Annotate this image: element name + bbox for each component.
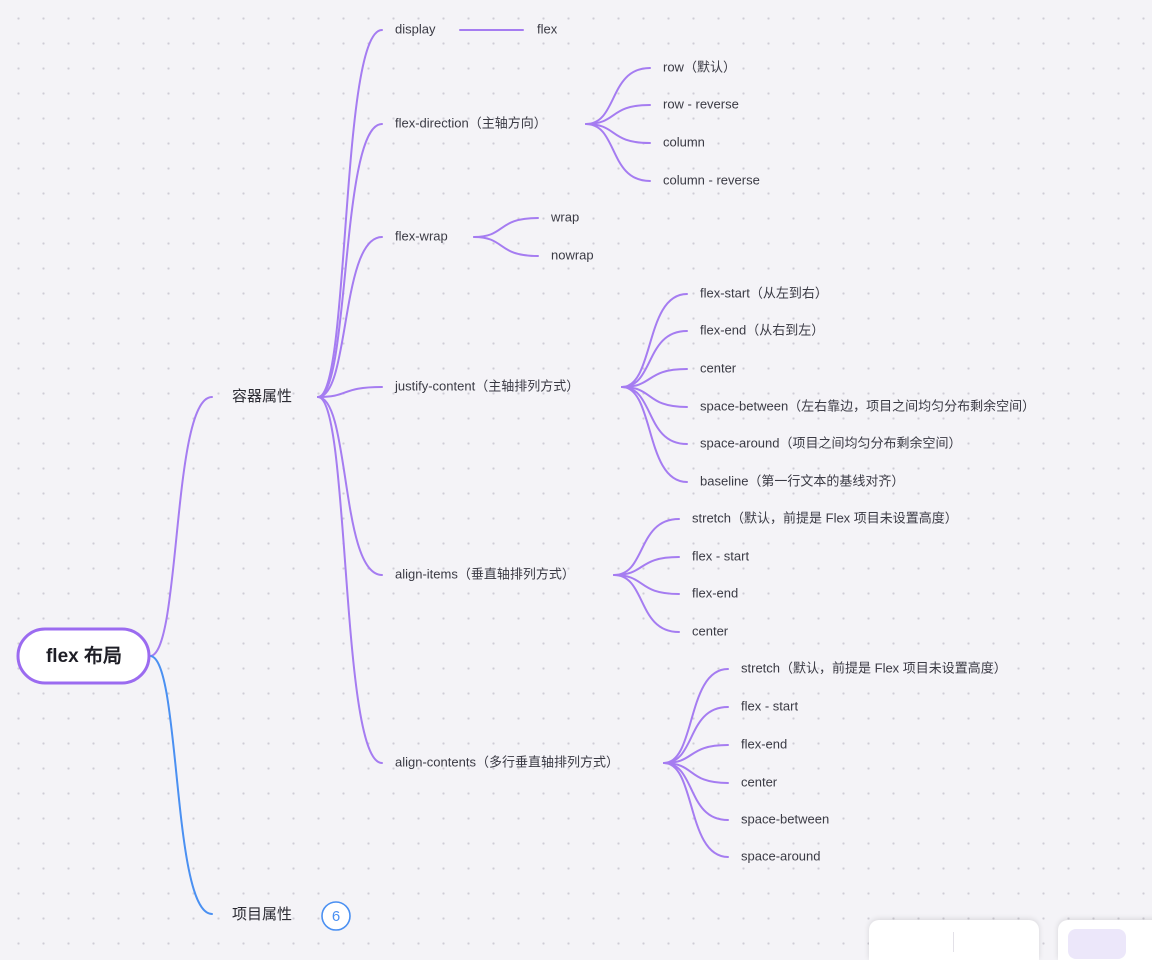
- branch-property-value: [473, 236, 539, 257]
- bottom-toolbar-left[interactable]: [869, 920, 1039, 960]
- branch-property-value: [663, 762, 729, 821]
- toolbar-divider: [953, 932, 954, 952]
- value-align-items-center[interactable]: center: [692, 623, 729, 638]
- value-flex-direction-column[interactable]: column: [663, 134, 705, 149]
- property-flex-direction[interactable]: flex-direction（主轴方向）: [395, 115, 547, 130]
- branch-property-value: [621, 330, 688, 388]
- value-flex-wrap-wrap[interactable]: wrap: [550, 209, 579, 224]
- mind-map-branches: [149, 29, 729, 915]
- root-node-label: flex 布局: [46, 644, 122, 667]
- value-align-contents-space-around[interactable]: space-around: [741, 848, 821, 863]
- branch-property-value: [613, 518, 680, 576]
- value-justify-flex-end[interactable]: flex-end（从右到左）: [700, 322, 824, 337]
- branch-container-property: [317, 123, 383, 398]
- toolbar-active-button[interactable]: [1068, 929, 1126, 959]
- branch-property-value: [613, 574, 680, 633]
- branch-container-property: [317, 386, 383, 398]
- value-flex-direction-column-reverse[interactable]: column - reverse: [663, 172, 760, 187]
- branch-property-value: [663, 668, 729, 764]
- collapsed-count-label: 6: [332, 908, 340, 925]
- property-align-items[interactable]: align-items（垂直轴排列方式）: [395, 566, 575, 581]
- value-align-contents-flex-end[interactable]: flex-end: [741, 736, 787, 751]
- value-justify-flex-start[interactable]: flex-start（从左到右）: [700, 285, 828, 300]
- section-container-properties[interactable]: 容器属性: [232, 388, 292, 405]
- value-justify-space-around[interactable]: space-around（项目之间均匀分布剩余空间）: [700, 435, 962, 450]
- branch-property-value: [613, 574, 680, 595]
- root-node[interactable]: flex 布局: [16, 627, 151, 685]
- branch-container-property: [317, 396, 383, 764]
- value-align-contents-stretch[interactable]: stretch（默认，前提是 Flex 项目未设置高度）: [741, 660, 1007, 675]
- branch-container-property: [317, 396, 383, 576]
- value-display-flex[interactable]: flex: [537, 21, 558, 36]
- branch-property-value: [585, 123, 651, 182]
- value-align-items-stretch[interactable]: stretch（默认，前提是 Flex 项目未设置高度）: [692, 510, 958, 525]
- value-align-contents-center[interactable]: center: [741, 774, 778, 789]
- branch-property-value: [663, 762, 729, 858]
- branch-container-property: [317, 29, 383, 398]
- branch-property-value: [621, 368, 688, 388]
- property-justify-content[interactable]: justify-content（主轴排列方式）: [394, 378, 579, 393]
- branch-property-value: [621, 386, 688, 445]
- value-align-contents-flex-start[interactable]: flex - start: [741, 698, 798, 713]
- branch-container-property: [317, 236, 383, 398]
- branch-root-item: [149, 655, 213, 915]
- value-flex-wrap-nowrap[interactable]: nowrap: [551, 247, 594, 262]
- property-display[interactable]: display: [395, 21, 436, 36]
- value-align-items-flex-end[interactable]: flex-end: [692, 585, 738, 600]
- value-justify-baseline[interactable]: baseline（第一行文本的基线对齐）: [700, 473, 904, 488]
- collapsed-count-badge[interactable]: 6: [321, 901, 351, 931]
- value-align-contents-space-between[interactable]: space-between: [741, 811, 829, 826]
- branch-property-value: [613, 556, 680, 576]
- property-flex-wrap[interactable]: flex-wrap: [395, 228, 448, 243]
- value-flex-direction-row-reverse[interactable]: row - reverse: [663, 96, 739, 111]
- section-item-properties[interactable]: 项目属性: [232, 906, 292, 923]
- value-align-items-flex-start[interactable]: flex - start: [692, 548, 749, 563]
- branch-property-value: [473, 217, 539, 238]
- value-justify-space-between[interactable]: space-between（左右靠边，项目之间均匀分布剩余空间）: [700, 398, 1035, 413]
- branch-property-value: [621, 386, 688, 483]
- branch-property-value: [663, 706, 729, 764]
- branch-property-value: [585, 67, 651, 125]
- branch-property-value: [585, 104, 651, 125]
- value-justify-center[interactable]: center: [700, 360, 737, 375]
- branch-property-value: [621, 293, 688, 388]
- branch-property-value: [663, 744, 729, 764]
- bottom-toolbar-right[interactable]: [1058, 920, 1152, 960]
- value-flex-direction-row[interactable]: row（默认）: [663, 59, 736, 74]
- branch-root-container: [149, 396, 213, 657]
- branch-property-value: [585, 123, 651, 144]
- property-align-contents[interactable]: align-contents（多行垂直轴排列方式）: [395, 754, 619, 769]
